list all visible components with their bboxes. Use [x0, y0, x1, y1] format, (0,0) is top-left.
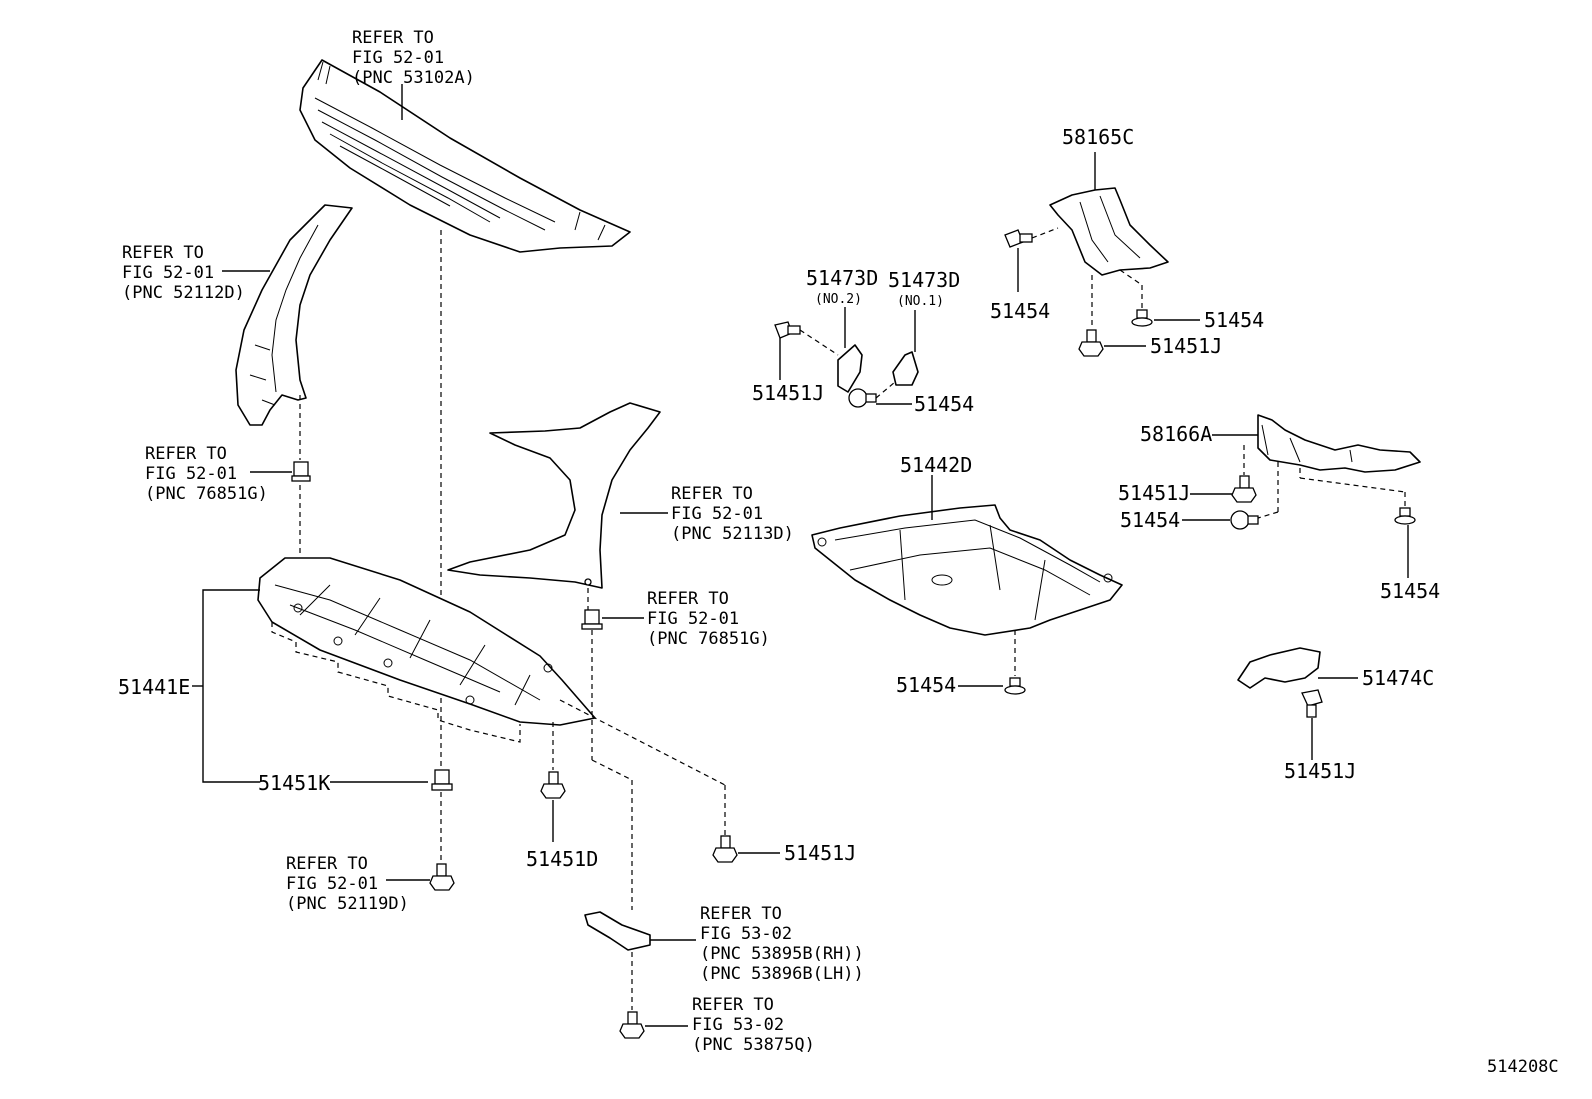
svg-text:FIG 53-02: FIG 53-02 — [700, 924, 792, 944]
bracket-58165C-part — [1049, 187, 1169, 276]
bracket-51474C-part — [1237, 647, 1321, 689]
svg-text:FIG 52-01: FIG 52-01 — [145, 464, 237, 484]
svg-text:FIG 52-01: FIG 52-01 — [352, 48, 444, 68]
left-fender-liner-part — [235, 204, 353, 426]
clip-right-part — [581, 609, 603, 630]
clip-51454-far-right-part — [1394, 507, 1416, 525]
right-fender-liner-part — [447, 402, 661, 589]
svg-text:REFER TO: REFER TO — [647, 589, 729, 609]
part-number-51454: 51454 — [896, 673, 956, 697]
svg-text:(PNC 53895B(RH)): (PNC 53895B(RH)) — [700, 944, 864, 964]
part-number-51454: 51454 — [1204, 308, 1264, 332]
front-grille-part — [299, 59, 631, 253]
svg-text:REFER TO: REFER TO — [671, 484, 753, 504]
part-number-51451D: 51451D — [526, 847, 598, 871]
part-sub-no2: (NO.2) — [815, 292, 862, 307]
clip-51454-top-right-part — [1131, 309, 1153, 327]
bolt-51451J-lower-right-part — [1301, 689, 1323, 718]
ref-left-fender-label: REFER TO FIG 52-01 (PNC 52112D) — [122, 243, 245, 303]
ref-right-fender-label: REFER TO FIG 52-01 (PNC 52113D) — [671, 484, 794, 544]
bolt-51451J-mid-part — [774, 321, 801, 339]
svg-text:(PNC 53102A): (PNC 53102A) — [352, 68, 475, 88]
part-sub-no1: (NO.1) — [897, 294, 944, 309]
part-number-51451K: 51451K — [258, 771, 330, 795]
ref-bracket-bottom-label: REFER TO FIG 53-02 (PNC 53895B(RH)) (PNC… — [700, 904, 864, 984]
part-number-51451J: 51451J — [752, 381, 824, 405]
svg-text:REFER TO: REFER TO — [700, 904, 782, 924]
part-number-51473D: 51473D — [806, 266, 878, 290]
part-number-51451J: 51451J — [784, 841, 856, 865]
svg-text:(PNC 52112D): (PNC 52112D) — [122, 283, 245, 303]
bracket-51473D-no1-part — [892, 351, 919, 386]
part-number-51441E: 51441E — [118, 675, 190, 699]
ref-bolt-bottom-left-label: REFER TO FIG 52-01 (PNC 52119D) — [286, 854, 409, 914]
svg-text:FIG 52-01: FIG 52-01 — [671, 504, 763, 524]
nut-51454-right-part — [1230, 510, 1259, 530]
part-number-51454: 51454 — [1120, 508, 1180, 532]
part-number-51451J: 51451J — [1284, 759, 1356, 783]
clip-left-part — [291, 461, 311, 482]
svg-text:FIG 52-01: FIG 52-01 — [647, 609, 739, 629]
under-cover-51442D-part — [811, 504, 1123, 636]
svg-text:(PNC 53875Q): (PNC 53875Q) — [692, 1035, 815, 1055]
bolt-51451J-top-part — [1078, 329, 1104, 357]
bolt-51454-top-left-part — [1004, 229, 1033, 248]
part-number-51454: 51454 — [990, 299, 1050, 323]
svg-text:(PNC 76851G): (PNC 76851G) — [647, 629, 770, 649]
svg-text:FIG 53-02: FIG 53-02 — [692, 1015, 784, 1035]
svg-text:REFER TO: REFER TO — [286, 854, 368, 874]
bracket-51473D-no2-part — [837, 344, 863, 393]
svg-text:(PNC 76851G): (PNC 76851G) — [145, 484, 268, 504]
diagram-id: 514208C — [1487, 1057, 1559, 1077]
clip-51454-center-part — [1004, 677, 1026, 695]
svg-text:REFER TO: REFER TO — [145, 444, 227, 464]
svg-text:FIG 52-01: FIG 52-01 — [122, 263, 214, 283]
ref-clip-left-label: REFER TO FIG 52-01 (PNC 76851G) — [145, 444, 268, 504]
bolt-51451J-bottom-part — [712, 835, 738, 863]
part-number-58166A: 58166A — [1140, 422, 1212, 446]
part-number-51442D: 51442D — [900, 453, 972, 477]
part-number-58165C: 58165C — [1062, 125, 1134, 149]
part-number-51474C: 51474C — [1362, 666, 1434, 690]
svg-text:(PNC 53896B(LH)): (PNC 53896B(LH)) — [700, 964, 864, 984]
clip-51451K-part — [431, 769, 453, 791]
part-number-51451J: 51451J — [1150, 334, 1222, 358]
nut-51454-mid-part — [848, 388, 877, 408]
part-number-51454: 51454 — [1380, 579, 1440, 603]
part-number-51473D: 51473D — [888, 268, 960, 292]
screw-53875Q-part — [619, 1011, 645, 1039]
ref-screw-bottom-label: REFER TO FIG 53-02 (PNC 53875Q) — [692, 995, 815, 1055]
part-number-51451J: 51451J — [1118, 481, 1190, 505]
bolt-51451J-right-part — [1231, 475, 1257, 503]
svg-text:REFER TO: REFER TO — [692, 995, 774, 1015]
svg-text:FIG 52-01: FIG 52-01 — [286, 874, 378, 894]
ref-grille-label: REFER TO FIG 52-01 (PNC 53102A) — [352, 28, 475, 88]
part-number-51454: 51454 — [914, 392, 974, 416]
under-cover-51441E-part — [257, 557, 596, 726]
svg-text:REFER TO: REFER TO — [352, 28, 434, 48]
bracket-53895B-part — [584, 911, 651, 951]
svg-text:(PNC 52113D): (PNC 52113D) — [671, 524, 794, 544]
ref-clip-right-label: REFER TO FIG 52-01 (PNC 76851G) — [647, 589, 770, 649]
bolt-51451D-part — [540, 771, 566, 799]
svg-text:(PNC 52119D): (PNC 52119D) — [286, 894, 409, 914]
bolt-52119D-part — [429, 863, 455, 891]
bracket-58166A-part — [1257, 414, 1421, 473]
svg-text:REFER TO: REFER TO — [122, 243, 204, 263]
